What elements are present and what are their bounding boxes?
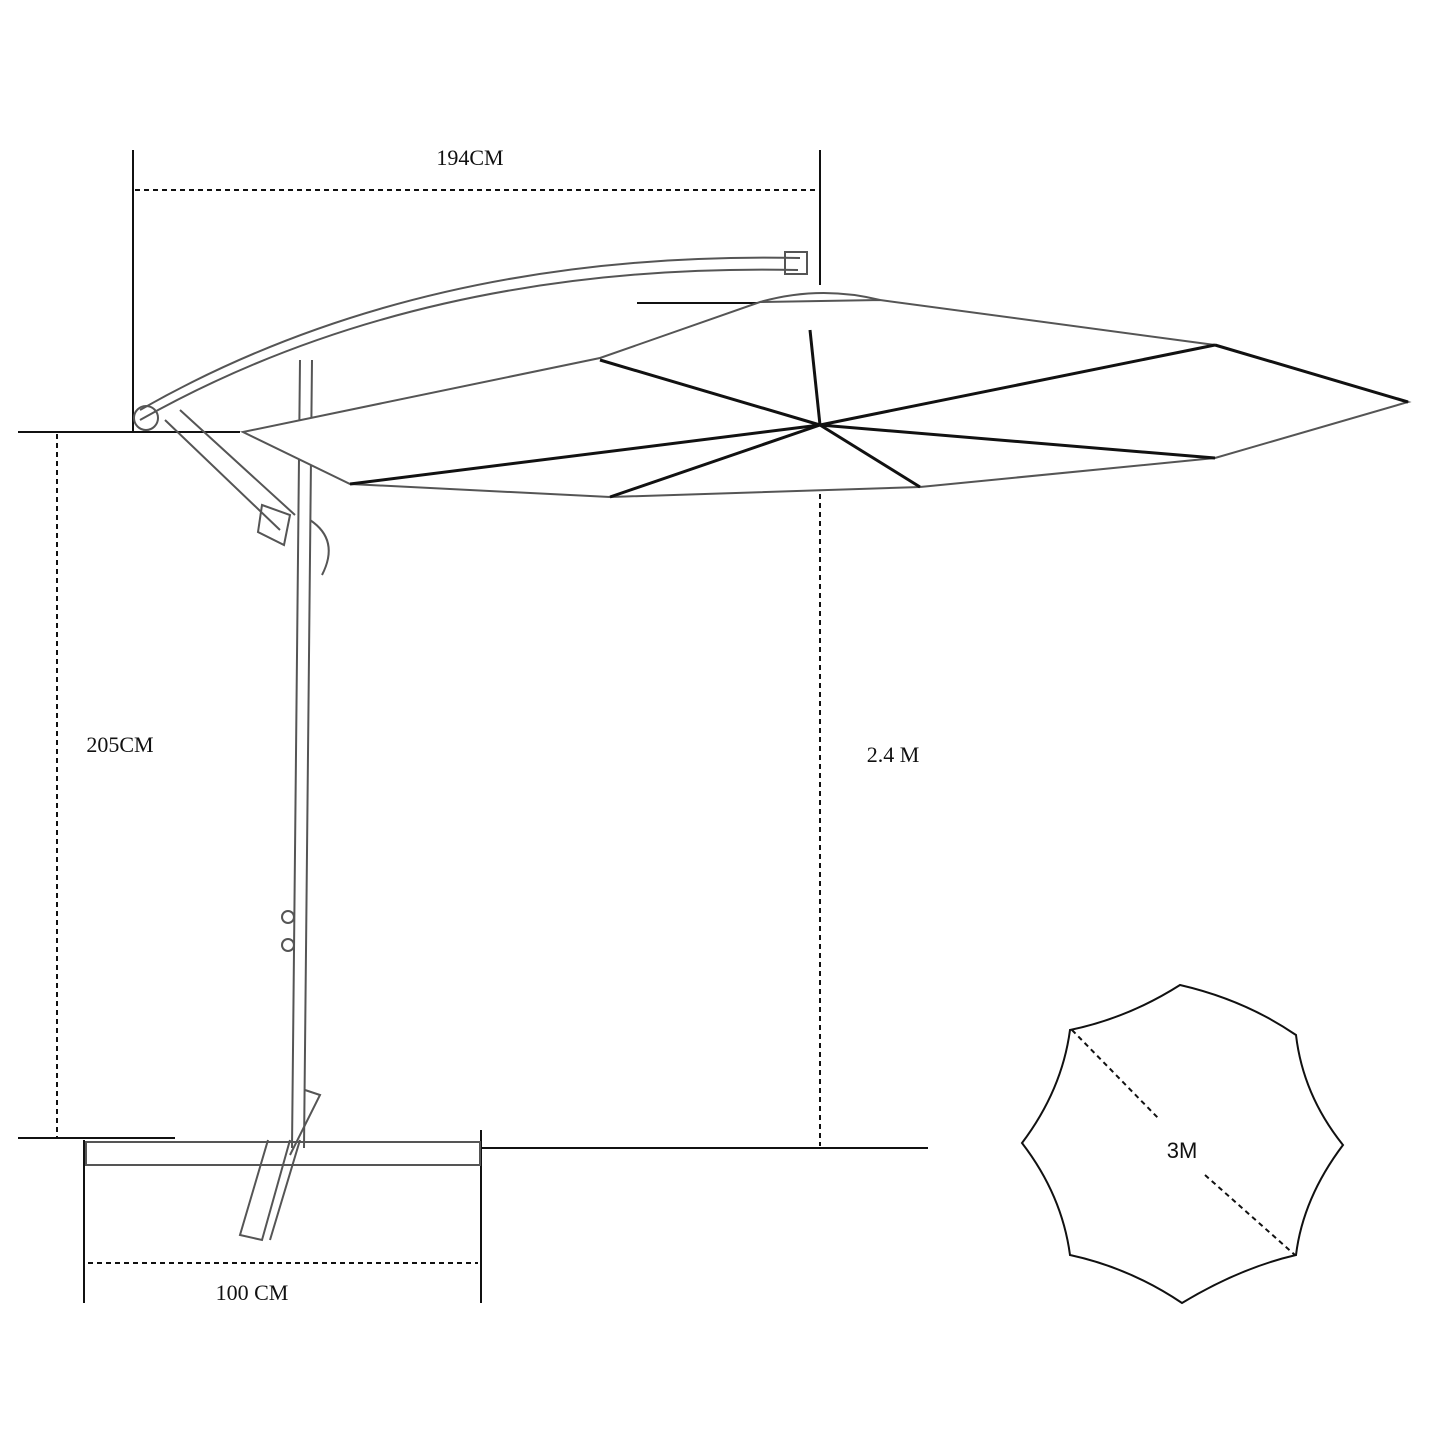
pole	[291, 359, 313, 1149]
umbrella-sketch	[85, 251, 1412, 1242]
arm-pivot	[133, 405, 159, 431]
arm-joint	[784, 251, 808, 275]
height-label: 2.4 M	[866, 742, 920, 767]
crank-handle	[309, 519, 330, 576]
pole-bolt	[281, 910, 295, 924]
diameter-dashed-line	[1071, 1029, 1161, 1121]
arm-reach-label: 194CM	[436, 145, 504, 170]
crank-sleeve	[256, 503, 292, 547]
base-width-label: 100 CM	[215, 1280, 289, 1305]
base-cross-leg	[238, 1089, 322, 1242]
base-bar	[85, 1141, 481, 1166]
cantilever-arm-inner	[139, 268, 799, 421]
canopy-top-view	[1020, 983, 1345, 1305]
canopy-outline	[239, 298, 1412, 499]
diameter-dashed-line	[1204, 1174, 1296, 1256]
canopy-ribs	[349, 329, 1409, 499]
canopy-top	[759, 292, 881, 303]
pole-bolt	[281, 938, 295, 952]
cantilever-arm	[139, 256, 801, 411]
dimension-lines	[18, 150, 928, 1303]
clearance-label: 205CM	[86, 732, 154, 757]
canopy-diameter-label: 3M	[1166, 1138, 1198, 1163]
octagon-canopy-outline	[1020, 983, 1345, 1305]
